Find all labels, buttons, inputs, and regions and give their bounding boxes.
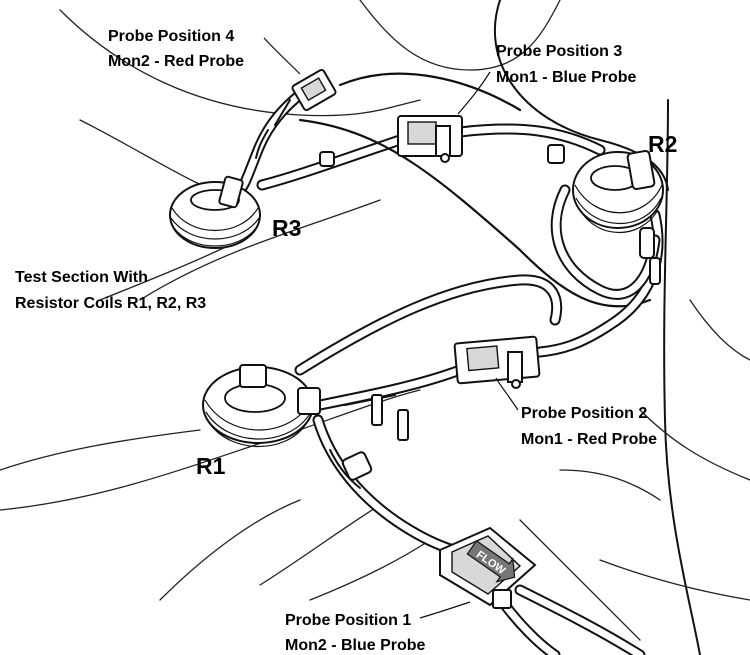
probe4-line2: Mon2 - Red Probe xyxy=(108,53,244,70)
coil-label-r1: R1 xyxy=(196,453,226,479)
probe-clamp-2 xyxy=(453,335,541,389)
probe-clamp-3 xyxy=(397,115,463,163)
probe-clamp-4 xyxy=(255,68,337,159)
probe2-line2: Mon1 - Red Probe xyxy=(521,431,657,448)
label-probe-2: Probe Position 2 Mon1 - Red Probe xyxy=(521,405,657,448)
coil-r3 xyxy=(169,175,261,249)
probe2-line1: Probe Position 2 xyxy=(521,405,647,422)
coil-r1 xyxy=(202,364,321,448)
probe1-line2: Mon2 - Blue Probe xyxy=(285,637,426,654)
label-probe-4: Probe Position 4 Mon2 - Red Probe xyxy=(108,28,244,70)
test-section-line1: Test Section With xyxy=(15,269,148,286)
probe1-line1: Probe Position 1 xyxy=(285,612,411,629)
test-section-line2: Resistor Coils R1, R2, R3 xyxy=(15,295,206,312)
label-probe-3: Probe Position 3 Mon1 - Blue Probe xyxy=(496,43,637,86)
leader-lines xyxy=(263,37,519,619)
probe-clamp-1: FLOW xyxy=(439,526,537,609)
probe3-line2: Mon1 - Blue Probe xyxy=(496,69,637,86)
probe3-line1: Probe Position 3 xyxy=(496,43,622,60)
label-probe-1: Probe Position 1 Mon2 - Blue Probe xyxy=(285,612,426,654)
probe4-line1: Probe Position 4 xyxy=(108,28,234,45)
coil-label-r3: R3 xyxy=(272,215,301,241)
coil-r2 xyxy=(572,149,664,233)
coil-label-r2: R2 xyxy=(648,131,677,157)
label-test-section: Test Section With Resistor Coils R1, R2,… xyxy=(15,269,206,312)
